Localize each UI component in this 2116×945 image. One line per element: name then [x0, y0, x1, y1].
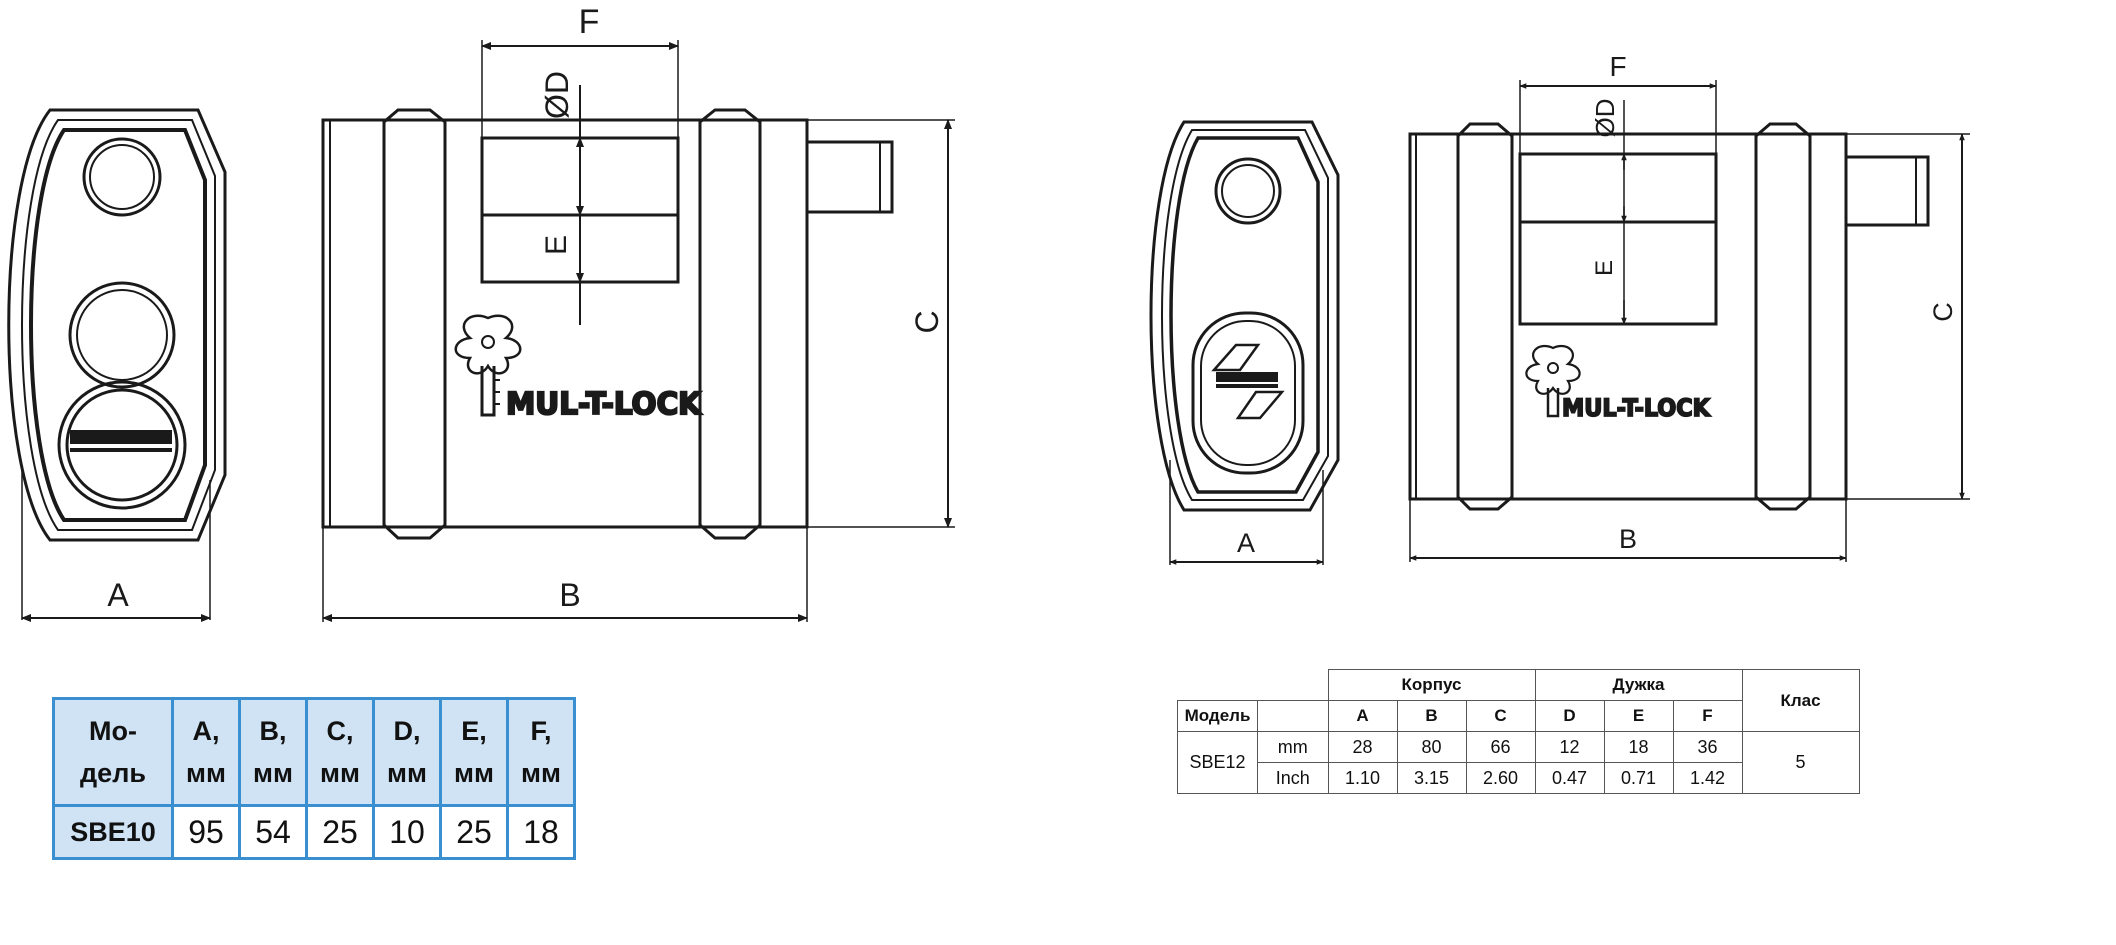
left-dim-c-label: C: [909, 310, 945, 333]
right-dim-e-label: E: [1591, 260, 1618, 276]
left-lock-front-view: MUL-T-LOCK: [321, 40, 894, 540]
right-dim-c-label: C: [1928, 302, 1958, 322]
cell-model: SBE10: [52, 804, 174, 860]
right-dim-b-label: B: [1619, 524, 1637, 554]
left-lock-side-view: [7, 108, 227, 620]
header-model: Мо-дель: [52, 697, 174, 807]
value-cell: 66: [1465, 731, 1536, 763]
group-body-header: Корпус: [1327, 669, 1536, 701]
cell-c: 25: [305, 804, 375, 860]
cell-a: 95: [171, 804, 241, 860]
header-f: F,мм: [506, 697, 576, 807]
spec-table-sbe12: Корпус Дужка Клас Модель A B C D E F SBE…: [1177, 669, 1860, 794]
value-cell: 12: [1534, 731, 1605, 763]
right-lock-front-view: MUL-T-LOCK: [1408, 80, 1930, 511]
left-dim-d: ØD: [539, 71, 584, 216]
left-dim-a-label: A: [107, 577, 129, 613]
right-dim-f-label: F: [1609, 51, 1626, 82]
left-dim-b-label: B: [559, 577, 580, 613]
col-a: A: [1327, 700, 1398, 732]
key-logo-icon: [454, 314, 522, 417]
right-dim-d-label: ØD: [1590, 99, 1620, 138]
header-e: E,мм: [439, 697, 509, 807]
left-dim-a: A: [21, 577, 211, 622]
spec-table-sbe10: Мо-дель A,мм B,мм C,мм D,мм E,мм F,мм SB…: [52, 697, 576, 860]
spec2-group-row: Корпус Дужка Клас: [1178, 669, 1860, 732]
value-cell: 1.42: [1672, 762, 1743, 794]
model-cell: SBE12: [1177, 731, 1258, 794]
right-dim-a: A: [1169, 528, 1324, 565]
right-key-logo-icon: [1525, 345, 1581, 418]
value-cell: 36: [1672, 731, 1743, 763]
table-row: Inch 1.10 3.15 2.60 0.47 0.71 1.42: [1178, 762, 1860, 794]
right-dim-b: B: [1409, 499, 1847, 562]
left-dim-c: C: [807, 119, 955, 528]
col-e: E: [1603, 700, 1674, 732]
table-row: SBE12 mm 28 80 66 12 18 36 5: [1177, 731, 1860, 794]
right-dim-d: ØD E: [1590, 99, 1627, 325]
value-cell: 18: [1603, 731, 1674, 763]
header-b: B,мм: [238, 697, 308, 807]
cell-b: 54: [238, 804, 308, 860]
unit-cell: Inch: [1257, 762, 1329, 794]
right-lock-side-view: [1149, 120, 1340, 565]
class-cell: 5: [1741, 731, 1860, 794]
table-row: SBE10 95 54 25 10 25 18: [52, 804, 576, 860]
left-dim-b: B: [322, 527, 808, 622]
left-dim-e-label: E: [540, 235, 573, 255]
col-b: B: [1396, 700, 1467, 732]
right-brand-text: MUL-T-LOCK: [1562, 394, 1711, 422]
value-cell: 80: [1396, 731, 1467, 763]
unit-cell: mm: [1257, 731, 1329, 763]
header-c: C,мм: [305, 697, 375, 807]
unit-header: [1257, 700, 1329, 732]
right-dim-a-label: A: [1237, 528, 1255, 558]
spec-table-header-row: Мо-дель A,мм B,мм C,мм D,мм E,мм F,мм: [52, 697, 576, 807]
left-dim-e: E: [540, 215, 584, 325]
cell-e: 25: [439, 804, 509, 860]
col-c: C: [1465, 700, 1536, 732]
value-cell: 3.15: [1396, 762, 1467, 794]
cell-f: 18: [506, 804, 576, 860]
value-cell: 0.71: [1603, 762, 1674, 794]
value-cell: 28: [1327, 731, 1398, 763]
value-cell: 2.60: [1465, 762, 1536, 794]
left-dim-f-label: F: [579, 3, 600, 41]
header-d: D,мм: [372, 697, 442, 807]
col-f: F: [1672, 700, 1743, 732]
right-dim-c: C: [1846, 133, 1970, 500]
class-header: Клас: [1741, 669, 1860, 732]
left-dim-d-label: ØD: [539, 71, 575, 119]
cell-d: 10: [372, 804, 442, 860]
left-dim-f: F: [481, 3, 679, 50]
group-shackle-header: Дужка: [1534, 669, 1743, 701]
left-brand-text: MUL-T-LOCK: [506, 387, 703, 422]
model-header: Модель: [1177, 700, 1258, 732]
value-cell: 1.10: [1327, 762, 1398, 794]
right-dim-f: F: [1519, 51, 1717, 89]
header-a: A,мм: [171, 697, 241, 807]
col-d: D: [1534, 700, 1605, 732]
value-cell: 0.47: [1534, 762, 1605, 794]
